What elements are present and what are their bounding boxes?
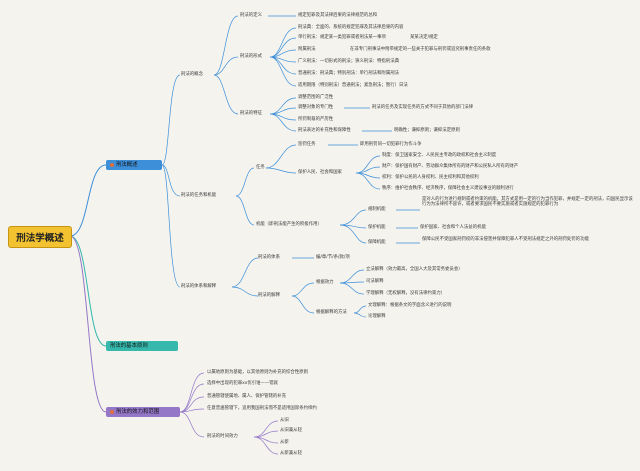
node-feature-supplement-text[interactable]: 明确性；谦抑原则；谦抑法定原则 — [394, 128, 460, 133]
node-protect-system[interactable]: 制度：保卫国家安全、人民民主专政的政权和社会主义制度 — [382, 153, 497, 158]
node-function-regulate[interactable]: 规制机能 — [368, 207, 386, 212]
topic-label: 刑法的基本原则 — [110, 343, 148, 349]
node-form-single[interactable]: 单行刑法：规定某一类犯罪或者刑法某一事项 — [298, 35, 386, 40]
node-form-period[interactable]: 适用期限（特别刑法）普通刑法；紧急刑法；暂行）日法 — [298, 83, 408, 88]
node-function-regulate-text[interactable]: 是对人的行为进行规制或者约束的机能。其方式是用一定的行为当作犯罪，并规定一定的刑… — [422, 197, 633, 208]
topic-effect-and-scope[interactable]: 刑法的效力和范围 — [106, 407, 180, 417]
node-protect[interactable]: 保护人民、社会和国家 — [298, 170, 342, 175]
node-definition[interactable]: 刑法的定义 — [240, 13, 262, 18]
node-by-method[interactable]: 根据解释的方法 — [316, 310, 347, 315]
marker-dot-icon — [110, 162, 114, 167]
node-time-effect[interactable]: 刑法的时间效力 — [207, 434, 238, 439]
node-territorial[interactable]: 以属地原则为基础，以其他原则为补充的综合性原则 — [207, 370, 308, 375]
node-protect-property[interactable]: 财产：保护国有财产、劳动群众集体所有的财产和公民私人所有的财产 — [382, 164, 519, 169]
node-form-code[interactable]: 刑法典：全面的、系统的规定犯罪及其法律后果的内容 — [298, 25, 404, 30]
node-legislative[interactable]: 立法解释（效力最高，全国人大及其常务委员会） — [366, 267, 463, 272]
node-time-old[interactable]: 从旧 — [280, 418, 289, 423]
topic-label: 刑法概述 — [116, 162, 138, 168]
root-topic[interactable]: 刑法学概述 — [8, 226, 72, 248]
node-function-protect-text[interactable]: 保护国家、社会和个人法益的机能 — [420, 225, 486, 230]
node-form-attached-text[interactable]: 在非专门刑事法中附带规定的一些关于犯罪与刑罚或追究刑事责任的条款 — [350, 47, 491, 52]
node-function-guarantee-text[interactable]: 保障公民不受国家刑罚权的非法侵害并保障犯罪人不受刑法规定之外的刑罚处罚的功能 — [422, 237, 589, 242]
node-functions[interactable]: 机能（即刑法能产生的积极作用） — [256, 222, 322, 227]
marker-dot-icon — [110, 409, 114, 414]
node-feature-object[interactable]: 调整对象的专门性 — [298, 105, 334, 110]
node-time-new-lighter[interactable]: 从新兼从轻 — [280, 451, 302, 456]
node-features[interactable]: 刑法的特征 — [240, 111, 262, 116]
node-form-single-note[interactable]: 某某决定/规定 — [410, 35, 438, 40]
node-feature-object-text[interactable]: 刑法的任务及实现任务的方式不同于其他的部门法律 — [372, 105, 473, 110]
node-protect-order[interactable]: 秩序：维护社会秩序、经济秩序，保障社会主义建设事业的顺利进行 — [382, 186, 514, 191]
node-feature-severity[interactable]: 所罚制裁的严厉性 — [298, 117, 334, 122]
node-form-attached[interactable]: 附属刑法 — [298, 47, 316, 52]
node-by-effect[interactable]: 根据效力 — [316, 280, 334, 285]
node-literal[interactable]: 文理解释：根据条文的字面含义进行的说明 — [368, 303, 452, 308]
node-feature-scope[interactable]: 调整范围的广泛性 — [298, 95, 334, 100]
node-tasks[interactable]: 任务 — [256, 165, 265, 170]
node-form-general[interactable]: 普通刑法：刑法典；特别刑法：单行刑法和附属刑法 — [298, 71, 399, 76]
node-system[interactable]: 刑法的体系 — [258, 255, 280, 260]
node-feature-supplement[interactable]: 刑法表达的补充性和保障性 — [298, 128, 351, 133]
node-choice[interactable]: 选择中出现的犯罪xx优引谁——错就 — [207, 381, 279, 386]
root-label: 刑法学概述 — [16, 233, 64, 244]
node-concept[interactable]: 刑法的概念 — [181, 72, 203, 77]
node-academic[interactable]: 学理解释（无权解释，没有法律约束力） — [366, 291, 446, 296]
node-forms[interactable]: 刑法的形式 — [240, 54, 262, 59]
node-interpretation[interactable]: 刑法的解释 — [258, 293, 280, 298]
node-function-protect[interactable]: 保护机能 — [368, 225, 386, 230]
node-system-interpretation[interactable]: 刑法的体系和解释 — [181, 284, 217, 289]
node-punish[interactable]: 惩罚任务 — [298, 142, 316, 147]
node-definition-text[interactable]: 规定犯罪及其法律后果的法律规范的总和 — [298, 13, 378, 18]
topic-label: 刑法的效力和范围 — [116, 409, 160, 415]
node-protect-rights[interactable]: 权利：保护公民的人身权利、民主权利和其他权利 — [382, 175, 479, 180]
node-judicial[interactable]: 司法解释 — [366, 279, 384, 284]
node-form-broad[interactable]: 广义刑法：一切形式的刑法；狭义刑法：特指刑法典 — [298, 59, 399, 64]
node-tasks-functions[interactable]: 刑法的任务和机能 — [181, 193, 217, 198]
node-function-guarantee[interactable]: 保障机能 — [368, 240, 386, 245]
topic-criminal-law-overview[interactable]: 刑法概述 — [106, 160, 162, 170]
node-universal[interactable]: 任意普遍管辖下，追用我国刑法而不是适用国际条约缔约 — [207, 406, 317, 411]
node-punish-text[interactable]: 即用刑罚同一切犯罪行为作斗争 — [360, 142, 422, 147]
node-general-jurisdiction[interactable]: 普通管辖使属地、属人、保护管辖的补充 — [207, 394, 287, 399]
node-logical[interactable]: 论理解释 — [368, 314, 386, 319]
node-time-old-lighter[interactable]: 从旧兼从轻 — [280, 428, 302, 433]
node-system-text[interactable]: 编/章/节/条/款/项 — [316, 255, 350, 260]
topic-basic-principles[interactable]: 刑法的基本原则 — [106, 341, 178, 351]
node-time-new[interactable]: 从新 — [280, 440, 289, 445]
